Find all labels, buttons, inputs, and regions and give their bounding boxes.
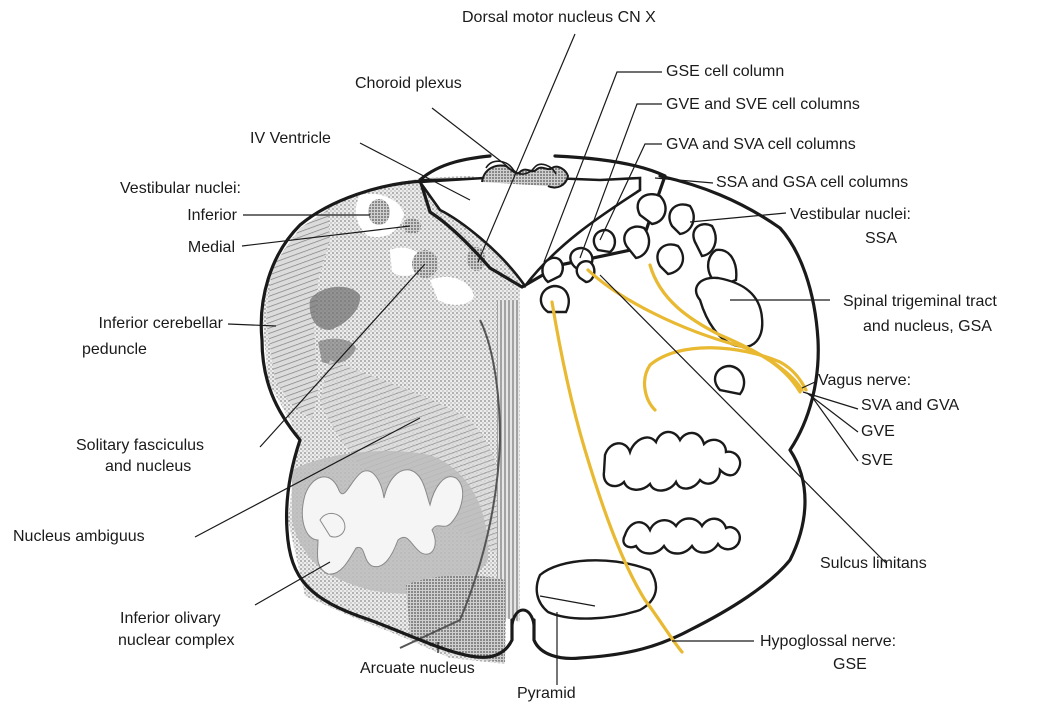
- label-medial: Medial: [188, 238, 235, 257]
- label-vagus-nerve: Vagus nerve:: [818, 371, 911, 390]
- label-spinal-trigeminal-tract: Spinal trigeminal tract: [843, 292, 997, 311]
- label-ssa-gsa-cell-columns: SSA and GSA cell columns: [716, 173, 908, 192]
- label-gve: GVE: [861, 422, 895, 441]
- label-inferior-cerebellar: Inferior cerebellar: [99, 314, 224, 333]
- label-solitary-fasciculus: Solitary fasciculus: [76, 436, 204, 455]
- label-arcuate-nucleus: Arcuate nucleus: [360, 659, 475, 678]
- label-nucleus-ambiguus: Nucleus ambiguus: [13, 527, 145, 546]
- label-pyramid: Pyramid: [517, 684, 576, 703]
- label-inferior-olivary: Inferior olivary: [120, 609, 220, 628]
- label-vestibular-nuclei-right: Vestibular nuclei:: [790, 205, 911, 224]
- label-gva-sva-cell-columns: GVA and SVA cell columns: [666, 135, 856, 154]
- label-choroid-plexus: Choroid plexus: [355, 74, 462, 93]
- label-iv-ventricle: IV Ventricle: [250, 129, 331, 148]
- label-dorsal-motor-nucleus: Dorsal motor nucleus CN X: [462, 8, 656, 27]
- vagus-gve-fibre: [588, 270, 800, 392]
- label-vestibular-nuclei-left: Vestibular nuclei:: [120, 179, 241, 198]
- label-nuclear-complex: nuclear complex: [118, 631, 235, 650]
- label-and-nucleus: and nucleus: [105, 457, 191, 476]
- right-half-schematic: [537, 194, 763, 618]
- label-gve-sve-cell-columns: GVE and SVE cell columns: [666, 95, 860, 114]
- label-gse: GSE: [833, 655, 867, 674]
- label-ssa: SSA: [865, 229, 897, 248]
- left-half-histology: [262, 176, 520, 664]
- label-sulcus-limitans: Sulcus limitans: [820, 554, 927, 573]
- label-sve: SVE: [861, 451, 893, 470]
- label-inferior: Inferior: [187, 206, 237, 225]
- label-gse-cell-column: GSE cell column: [666, 62, 784, 81]
- label-hypoglossal-nerve: Hypoglossal nerve:: [760, 632, 896, 651]
- label-peduncle: peduncle: [82, 340, 147, 359]
- inferior-vestibular-nucleus: [368, 199, 390, 225]
- label-sva-and-gva: SVA and GVA: [861, 396, 959, 415]
- right-olive-outline: [604, 432, 740, 491]
- arcuate-nucleus-region: [406, 575, 505, 662]
- label-nucleus-gsa: and nucleus, GSA: [863, 317, 992, 336]
